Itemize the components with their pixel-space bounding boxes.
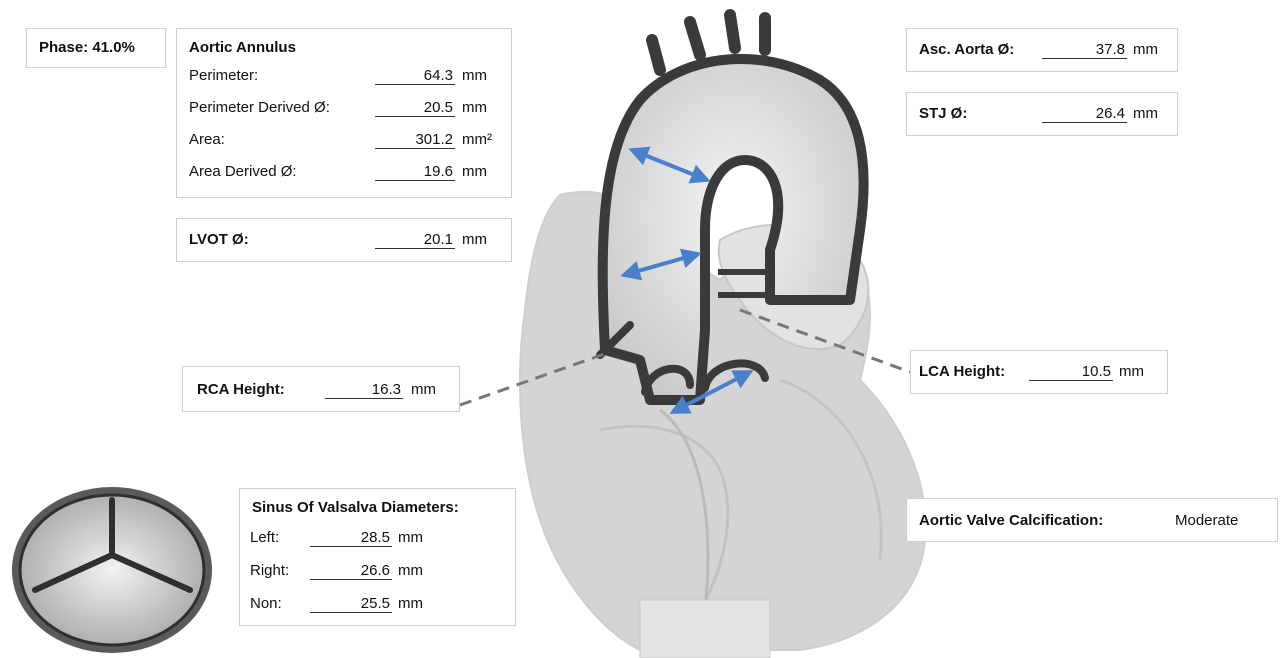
sinus-left-value: 28.5	[310, 529, 392, 547]
asc-aorta-unit: mm	[1133, 41, 1158, 58]
stj-unit: mm	[1133, 105, 1158, 122]
phase-label: Phase: 41.0%	[39, 39, 135, 56]
sinus-title: Sinus Of Valsalva Diameters:	[252, 499, 459, 516]
row-unit: mm²	[462, 131, 492, 148]
aortic-annulus-panel: Aortic Annulus Perimeter: 64.3 mm Perime…	[176, 28, 512, 198]
rca-height-panel: RCA Height: 16.3 mm	[182, 366, 460, 412]
annulus-row-perimeter-derived: Perimeter Derived Ø: 20.5 mm	[177, 99, 511, 121]
lca-height-value: 10.5	[1029, 363, 1113, 381]
row-label: Perimeter Derived Ø:	[189, 99, 330, 116]
annulus-row-area: Area: 301.2 mm²	[177, 131, 511, 153]
perimeter-value: 64.3	[375, 67, 455, 85]
sinus-row-left: Left: 28.5 mm	[240, 529, 515, 551]
row-unit: mm	[398, 595, 423, 612]
lca-height-unit: mm	[1119, 363, 1144, 380]
sinus-panel: Sinus Of Valsalva Diameters: Left: 28.5 …	[239, 488, 516, 626]
aortic-valve-icon	[12, 487, 212, 653]
row-label: Left:	[250, 529, 279, 546]
row-unit: mm	[462, 67, 487, 84]
row-label: Area Derived Ø:	[189, 163, 297, 180]
calcification-value: Moderate	[1175, 512, 1238, 529]
row-unit: mm	[398, 562, 423, 579]
lvot-label: LVOT Ø:	[189, 231, 249, 248]
lvot-panel: LVOT Ø: 20.1 mm	[176, 218, 512, 262]
rca-height-label: RCA Height:	[197, 381, 285, 398]
sinus-row-right: Right: 26.6 mm	[240, 562, 515, 584]
sinus-non-value: 25.5	[310, 595, 392, 613]
row-label: Area:	[189, 131, 225, 148]
lca-height-label: LCA Height:	[919, 363, 1005, 380]
row-label: Perimeter:	[189, 67, 258, 84]
area-value: 301.2	[375, 131, 455, 149]
area-derived-value: 19.6	[375, 163, 455, 181]
row-unit: mm	[462, 163, 487, 180]
calcification-panel: Aortic Valve Calcification: Moderate	[906, 498, 1278, 542]
rca-height-value: 16.3	[325, 381, 403, 399]
heart-body	[520, 192, 926, 658]
sinus-right-value: 26.6	[310, 562, 392, 580]
row-unit: mm	[398, 529, 423, 546]
rca-height-unit: mm	[411, 381, 436, 398]
row-label: Non:	[250, 595, 282, 612]
sinus-row-non: Non: 25.5 mm	[240, 595, 515, 617]
calcification-label: Aortic Valve Calcification:	[919, 512, 1103, 529]
annulus-row-area-derived: Area Derived Ø: 19.6 mm	[177, 163, 511, 185]
lvot-unit: mm	[462, 231, 487, 248]
perimeter-derived-value: 20.5	[375, 99, 455, 117]
lvot-value: 20.1	[375, 231, 455, 249]
asc-aorta-label: Asc. Aorta Ø:	[919, 41, 1014, 58]
annulus-row-perimeter: Perimeter: 64.3 mm	[177, 67, 511, 89]
asc-aorta-panel: Asc. Aorta Ø: 37.8 mm	[906, 28, 1178, 72]
asc-aorta-value: 37.8	[1042, 41, 1127, 59]
stj-label: STJ Ø:	[919, 105, 967, 122]
stj-panel: STJ Ø: 26.4 mm	[906, 92, 1178, 136]
stj-value: 26.4	[1042, 105, 1127, 123]
row-unit: mm	[462, 99, 487, 116]
aortic-annulus-title: Aortic Annulus	[189, 39, 296, 56]
lca-height-panel: LCA Height: 10.5 mm	[910, 350, 1168, 394]
phase-box: Phase: 41.0%	[26, 28, 166, 68]
row-label: Right:	[250, 562, 289, 579]
